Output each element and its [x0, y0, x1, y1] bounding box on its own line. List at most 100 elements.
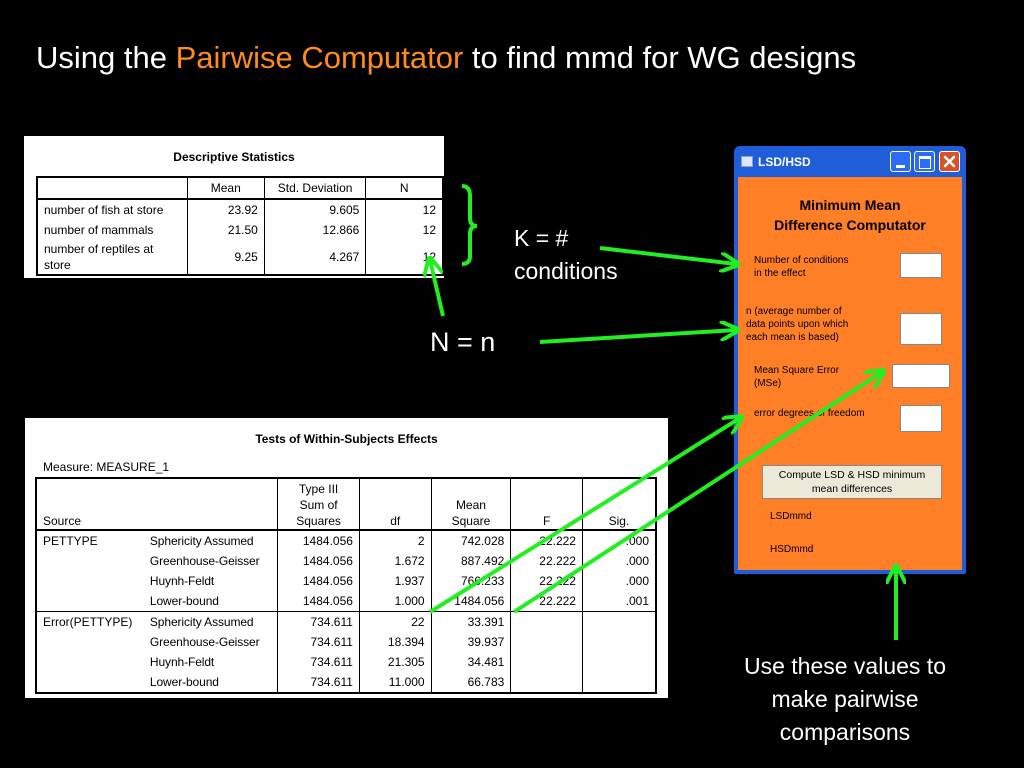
minimize-icon — [896, 165, 905, 168]
ss-cell: 1484.056 — [277, 530, 360, 551]
row-label-line1: number of reptiles at — [44, 242, 154, 256]
descriptive-table: Mean Std. Deviation N number of fish at … — [36, 176, 444, 276]
source-cell: PETTYPE — [43, 534, 98, 548]
f-cell — [510, 632, 583, 652]
ss-cell: 734.611 — [277, 672, 360, 693]
row-label: number of mammals — [37, 220, 188, 240]
hsd-mmd-label: HSDmmd — [770, 544, 814, 555]
header-blank — [37, 177, 188, 199]
within-subjects-table: Source Type III Sum of Squares df Mean S… — [35, 477, 657, 694]
maximize-button[interactable] — [914, 151, 935, 172]
header-sd: Std. Deviation — [264, 177, 367, 199]
error-df-input[interactable] — [900, 405, 942, 432]
correction-cell: Sphericity Assumed — [149, 534, 254, 548]
conditions-input[interactable] — [900, 253, 942, 278]
descriptive-title: Descriptive Statistics — [173, 150, 295, 164]
mse-input[interactable] — [892, 364, 950, 388]
use-values-label: Use these values to make pairwise compar… — [713, 650, 977, 749]
minimize-button[interactable] — [890, 151, 911, 172]
header-ms-line1: Mean — [455, 498, 486, 512]
ms-cell: 66.783 — [430, 672, 511, 693]
close-icon — [943, 155, 956, 168]
header-df: df — [359, 478, 432, 530]
ss-cell: 734.611 — [277, 632, 360, 652]
compute-label-line2: mean differences — [811, 483, 893, 495]
conditions-label-line2: in the effect — [754, 268, 806, 279]
title-accent: Pairwise Computator — [175, 40, 464, 75]
correction-cell: Lower-bound — [149, 594, 219, 608]
correction-cell: Huynh-Feldt — [149, 655, 215, 669]
ms-cell: 1484.056 — [430, 591, 511, 612]
table-row: number of reptiles at store 9.25 4.267 1… — [37, 240, 443, 275]
table-row: number of mammals 21.50 12.866 12 — [37, 220, 443, 240]
ss-cell: 734.611 — [277, 611, 360, 632]
conditions-label: Number of conditions in the effect — [754, 254, 849, 280]
df-cell: 1.000 — [358, 591, 432, 612]
k-label-line1: K = # — [514, 225, 569, 251]
df-cell: 18.394 — [358, 632, 432, 652]
header-ms-line2: Square — [451, 514, 491, 528]
correction-cell: Huynh-Feldt — [149, 574, 215, 588]
conditions-label-line1: Number of conditions — [754, 255, 849, 266]
arrow-k-to-conditions — [599, 246, 736, 264]
error-df-label: error degrees of freedom — [754, 408, 865, 419]
sig-cell — [581, 672, 656, 693]
sig-cell — [581, 652, 656, 672]
compute-label-line1: Compute LSD & HSD minimum — [778, 469, 926, 481]
ss-cell: 1484.056 — [277, 591, 360, 612]
n-label-line1: n (average number of — [746, 306, 842, 317]
app-icon — [741, 156, 753, 167]
ss-cell: 734.611 — [277, 652, 360, 672]
arrow-df-to-error-df — [428, 418, 740, 614]
row-label-line2: store — [44, 258, 71, 272]
row-sd: 12.866 — [264, 220, 367, 240]
ms-cell: 33.391 — [430, 611, 511, 632]
header-ss: Type III Sum of Squares — [277, 478, 360, 530]
df-cell: 22 — [358, 611, 432, 632]
k-label-line2: conditions — [514, 258, 618, 284]
ms-cell: 742.028 — [430, 530, 511, 551]
computator-heading: Minimum Mean Difference Computator — [738, 195, 962, 235]
sig-cell: .000 — [581, 530, 656, 551]
slide-title: Using the Pairwise Computator to find mm… — [36, 40, 856, 76]
header-ms: Mean Square — [431, 478, 512, 530]
df-cell: 21.305 — [358, 652, 432, 672]
f-cell: 22.222 — [510, 551, 583, 571]
row-label: number of reptiles at store — [37, 240, 188, 275]
heading-line1: Minimum Mean — [799, 197, 901, 213]
n-equals-label: N = n — [430, 327, 496, 357]
use-label-line2: make pairwise — [771, 686, 919, 712]
df-cell: 11.000 — [358, 672, 432, 693]
row-mean: 23.92 — [187, 199, 265, 220]
ss-cell: 1484.056 — [277, 551, 360, 571]
sig-cell — [581, 611, 656, 632]
close-button[interactable] — [939, 151, 960, 172]
n-label-line2: data points upon which — [746, 319, 849, 330]
row-label: number of fish at store — [37, 199, 188, 220]
table-row: number of fish at store 23.92 9.605 12 — [37, 199, 443, 220]
heading-line2: Difference Computator — [774, 217, 926, 233]
row-sd: 9.605 — [264, 199, 367, 220]
sig-cell — [581, 632, 656, 652]
descriptive-statistics-panel: Descriptive Statistics Mean Std. Deviati… — [24, 136, 444, 278]
compute-button[interactable]: Compute LSD & HSD minimum mean differenc… — [762, 465, 942, 499]
ms-cell: 34.481 — [430, 652, 511, 672]
header-ss-line1: Type III — [298, 482, 339, 496]
n-input[interactable] — [900, 313, 942, 345]
descriptive-header-row: Mean Std. Deviation N — [37, 177, 443, 199]
header-f: F — [510, 478, 583, 530]
title-suffix: to find mmd for WG designs — [463, 40, 857, 75]
row-sd: 4.267 — [264, 240, 367, 275]
lsd-mmd-label: LSDmmd — [770, 511, 812, 522]
ms-cell: 887.492 — [430, 551, 511, 571]
tests-title: Tests of Within-Subjects Effects — [255, 432, 438, 446]
arrow-ms-to-mse — [512, 372, 882, 614]
